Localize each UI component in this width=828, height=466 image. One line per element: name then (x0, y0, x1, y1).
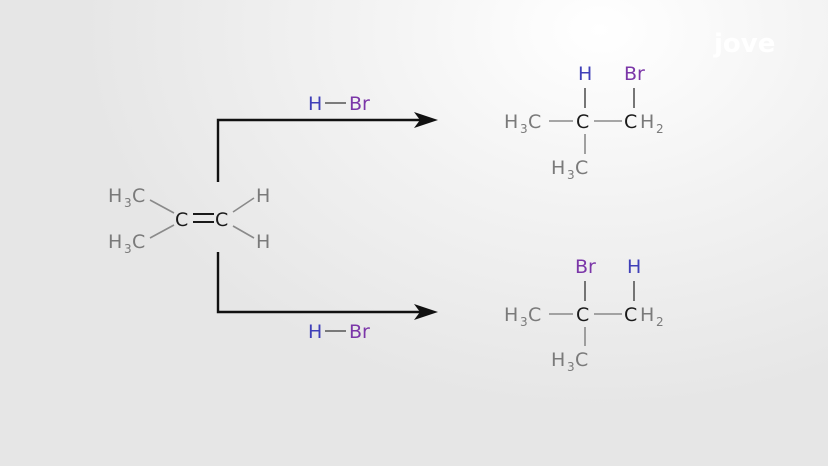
reaction-arrows (216, 112, 438, 320)
product-top-bottom-sub: 3 (567, 168, 575, 182)
product-bottom-br: Br (575, 256, 596, 278)
product-top-methyl-h: H (504, 111, 518, 133)
reactant-h3c-top-c: C (132, 185, 145, 207)
reactant-bond-bottom-right (232, 225, 255, 239)
product-top-ch2-h: H (640, 111, 654, 133)
product-bottom-methyl-sub: 3 (520, 315, 528, 329)
product-bottom-ch2-sub: 2 (656, 315, 664, 329)
reactant-bond-top-right (232, 197, 255, 213)
arrow-bottom (216, 252, 428, 314)
reactant-bond-top-left (149, 199, 175, 214)
reagent-bottom-br: Br (349, 321, 370, 343)
arrow-top (216, 118, 428, 182)
product-top-bottom-c: C (575, 157, 588, 179)
reactant-h3c-top-sub: 3 (124, 196, 132, 210)
product-top-ch2-sub: 2 (656, 122, 664, 136)
product-top-bottom-h: H (551, 157, 565, 179)
reactant-c2: C (215, 209, 228, 231)
arrow-top-head (414, 112, 438, 128)
reagent-top-br: Br (349, 93, 370, 115)
reactant-molecule: H 3 C H 3 C C C H H (108, 185, 270, 256)
product-bottom-h: H (627, 256, 641, 278)
jove-logo: jove (713, 29, 775, 59)
product-bottom-bottom-c: C (575, 349, 588, 371)
product-bottom-methyl-h: H (504, 304, 518, 326)
reactant-c1: C (175, 209, 188, 231)
reactant-h-top: H (256, 185, 270, 207)
reactant-h-bottom: H (256, 231, 270, 253)
product-top-center-c: C (576, 111, 589, 133)
reagent-top-h: H (308, 93, 322, 115)
reactant-h3c-bottom-c: C (132, 231, 145, 253)
product-top-molecule: H 3 C C C H 2 H Br H 3 C (504, 63, 664, 182)
product-bottom-molecule: H 3 C C C H 2 Br H H 3 C (504, 256, 664, 374)
product-top-methyl-c: C (528, 111, 541, 133)
logo-text: jove (713, 29, 775, 59)
reactant-h3c-bottom-sub: 3 (124, 242, 132, 256)
reactant-h3c-top-h: H (108, 185, 122, 207)
reagent-bottom: H Br (308, 321, 370, 343)
arrow-bottom-head (414, 304, 438, 320)
product-bottom-center-c: C (576, 304, 589, 326)
product-bottom-bottom-h: H (551, 349, 565, 371)
product-top-br: Br (624, 63, 645, 85)
reactant-h3c-bottom-h: H (108, 231, 122, 253)
reagent-top: H Br (308, 93, 370, 115)
product-top-h: H (578, 63, 592, 85)
product-bottom-bottom-sub: 3 (567, 360, 575, 374)
reagent-bottom-h: H (308, 321, 322, 343)
product-top-ch2-c: C (624, 111, 637, 133)
product-bottom-methyl-c: C (528, 304, 541, 326)
product-bottom-ch2-c: C (624, 304, 637, 326)
reactant-bond-bottom-left (149, 224, 175, 239)
product-top-methyl-sub: 3 (520, 122, 528, 136)
product-bottom-ch2-h: H (640, 304, 654, 326)
